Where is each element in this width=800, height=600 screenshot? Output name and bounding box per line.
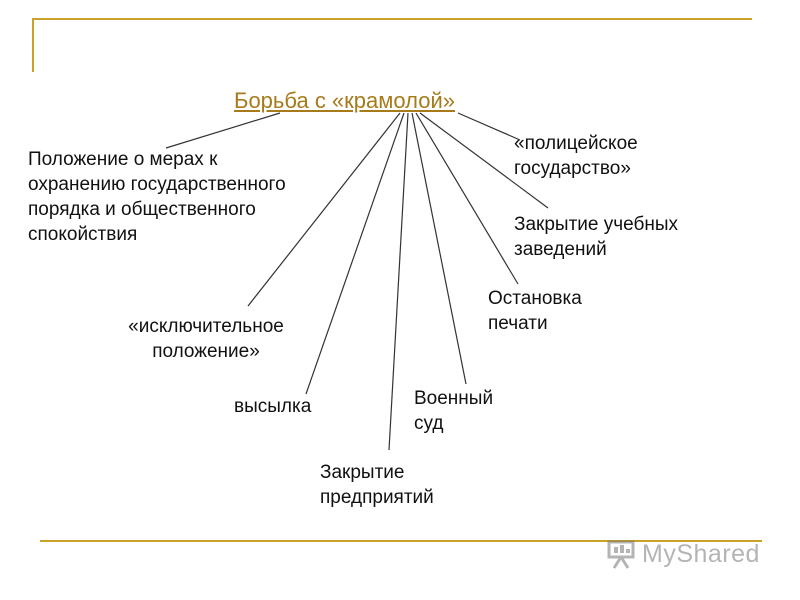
- branch-court-line-2: суд: [414, 413, 444, 434]
- connector-press: [415, 112, 519, 285]
- myshared-logo: MyShared: [606, 536, 760, 572]
- branch-exceptional: «исключительное положение»: [104, 314, 308, 364]
- connector-court: [411, 112, 467, 385]
- connector-police-state: [457, 112, 521, 141]
- branch-press-line-2: печати: [488, 313, 548, 334]
- connector-schools: [419, 112, 549, 209]
- frame-left-rule: [32, 18, 34, 72]
- connector-position: [165, 112, 281, 149]
- branch-position-line-4: спокойствия: [28, 224, 138, 245]
- branch-exceptional-line-1: «исключительное: [128, 316, 284, 337]
- branch-schools-line-2: заведений: [514, 239, 607, 260]
- branch-court-line-1: Военный: [414, 388, 494, 409]
- branch-exceptional-line-2: положение»: [152, 341, 260, 362]
- branch-position-line-2: охранению государственного: [28, 174, 286, 195]
- connector-exceptional: [247, 112, 401, 307]
- connector-enterprises: [388, 112, 409, 451]
- branch-exile: высылка: [234, 396, 312, 417]
- frame-bottom-rule: [40, 540, 762, 542]
- branch-schools-line-1: Закрытие учебных: [514, 214, 679, 235]
- presentation-board-icon: [606, 538, 636, 570]
- branch-position-line-1: Положение о мерах к: [28, 149, 218, 170]
- diagram-title: Борьба с «крамолой»: [234, 88, 455, 113]
- branch-police-state-line-1: «полицейское: [514, 133, 638, 154]
- branch-police-state-line-2: государство»: [514, 158, 631, 179]
- myshared-wordmark: MyShared: [642, 539, 760, 568]
- connector-exile: [305, 112, 405, 395]
- branch-enterprises-line-1: Закрытие: [320, 462, 405, 483]
- branch-position-line-3: порядка и общественного: [28, 199, 256, 220]
- branch-press-line-1: Остановка: [488, 288, 582, 309]
- frame-top-rule: [32, 18, 752, 20]
- branch-enterprises-line-2: предприятий: [320, 487, 434, 508]
